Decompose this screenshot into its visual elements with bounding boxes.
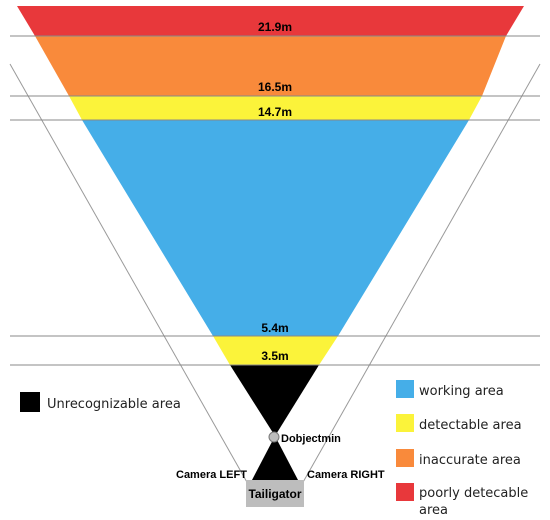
legend-label-poor-line2: area [419, 503, 448, 518]
detectable-band-far [69, 96, 482, 120]
label-21-9m: 21.9m [258, 20, 292, 34]
legend-label-unrecognizable: Unrecognizable area [47, 397, 181, 412]
unrecognizable-area-upper [230, 365, 319, 436]
legend-swatch-poor [396, 483, 414, 501]
label-14-7m: 14.7m [258, 105, 292, 119]
legend-swatch-working [396, 380, 414, 398]
inaccurate-band [35, 36, 506, 96]
legend-swatch-inaccurate [396, 449, 414, 467]
legend-swatch-unrecognizable [20, 392, 40, 412]
label-5-4m: 5.4m [261, 321, 288, 335]
legend-label-detectable: detectable area [419, 418, 522, 433]
label-16-5m: 16.5m [258, 80, 292, 94]
fov-line-right [301, 63, 541, 485]
camera-left-label: Camera LEFT [176, 469, 247, 481]
dobjectmin-marker [268, 431, 280, 443]
working-band [82, 120, 469, 336]
tailigator-device [246, 480, 304, 507]
dobjectmin-label: Dobjectmin [281, 433, 341, 445]
legend-label-working: working area [419, 384, 504, 399]
camera-right-label: Camera RIGHT [307, 469, 385, 481]
fov-line-left [9, 63, 249, 485]
legend-label-poor-line1: poorly detecable [419, 486, 528, 501]
label-3-5m: 3.5m [261, 349, 288, 363]
tailigator-label: Tailigator [248, 487, 301, 501]
detectable-band-near [213, 336, 338, 365]
legend-swatch-detectable [396, 414, 414, 432]
poorly-detectable-band [17, 6, 524, 36]
legend-label-inaccurate: inaccurate area [419, 453, 521, 468]
unrecognizable-area-lower [252, 436, 298, 480]
